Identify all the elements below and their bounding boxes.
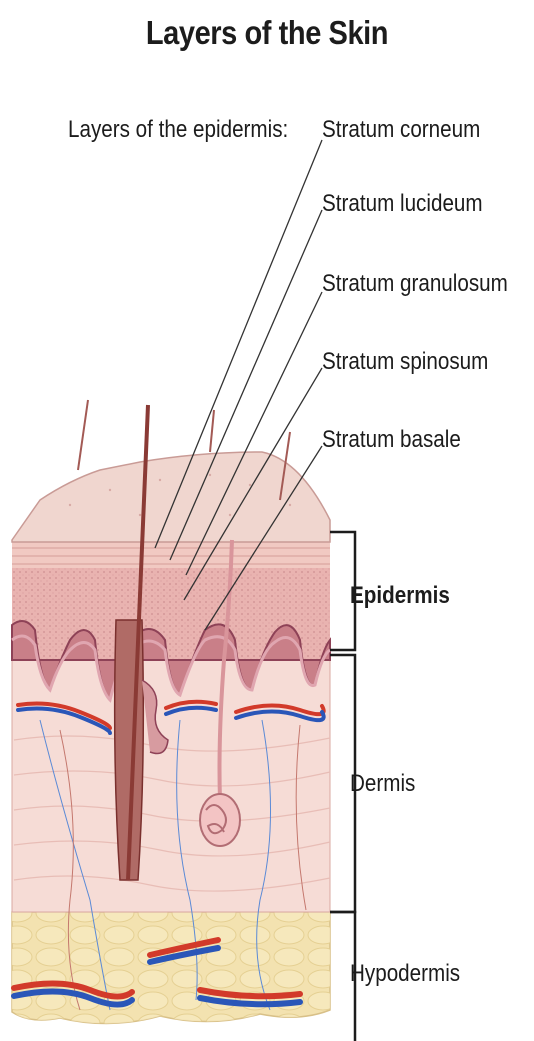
epidermis-layers-prefix: Layers of the epidermis:	[68, 118, 288, 142]
label-epidermis: Epidermis	[350, 584, 450, 608]
label-stratum-spinosum: Stratum spinosum	[322, 350, 488, 374]
label-stratum-lucideum: Stratum lucideum	[322, 192, 483, 216]
stratum-corneum-surface	[12, 452, 330, 542]
dermis-layer	[12, 655, 330, 912]
label-stratum-corneum: Stratum corneum	[322, 118, 480, 142]
label-stratum-basale: Stratum basale	[322, 428, 461, 452]
diagram-title: Layers of the Skin	[32, 14, 502, 52]
label-stratum-granulosum: Stratum granulosum	[322, 272, 508, 296]
label-hypodermis: Hypodermis	[350, 962, 460, 986]
label-dermis: Dermis	[350, 772, 415, 796]
